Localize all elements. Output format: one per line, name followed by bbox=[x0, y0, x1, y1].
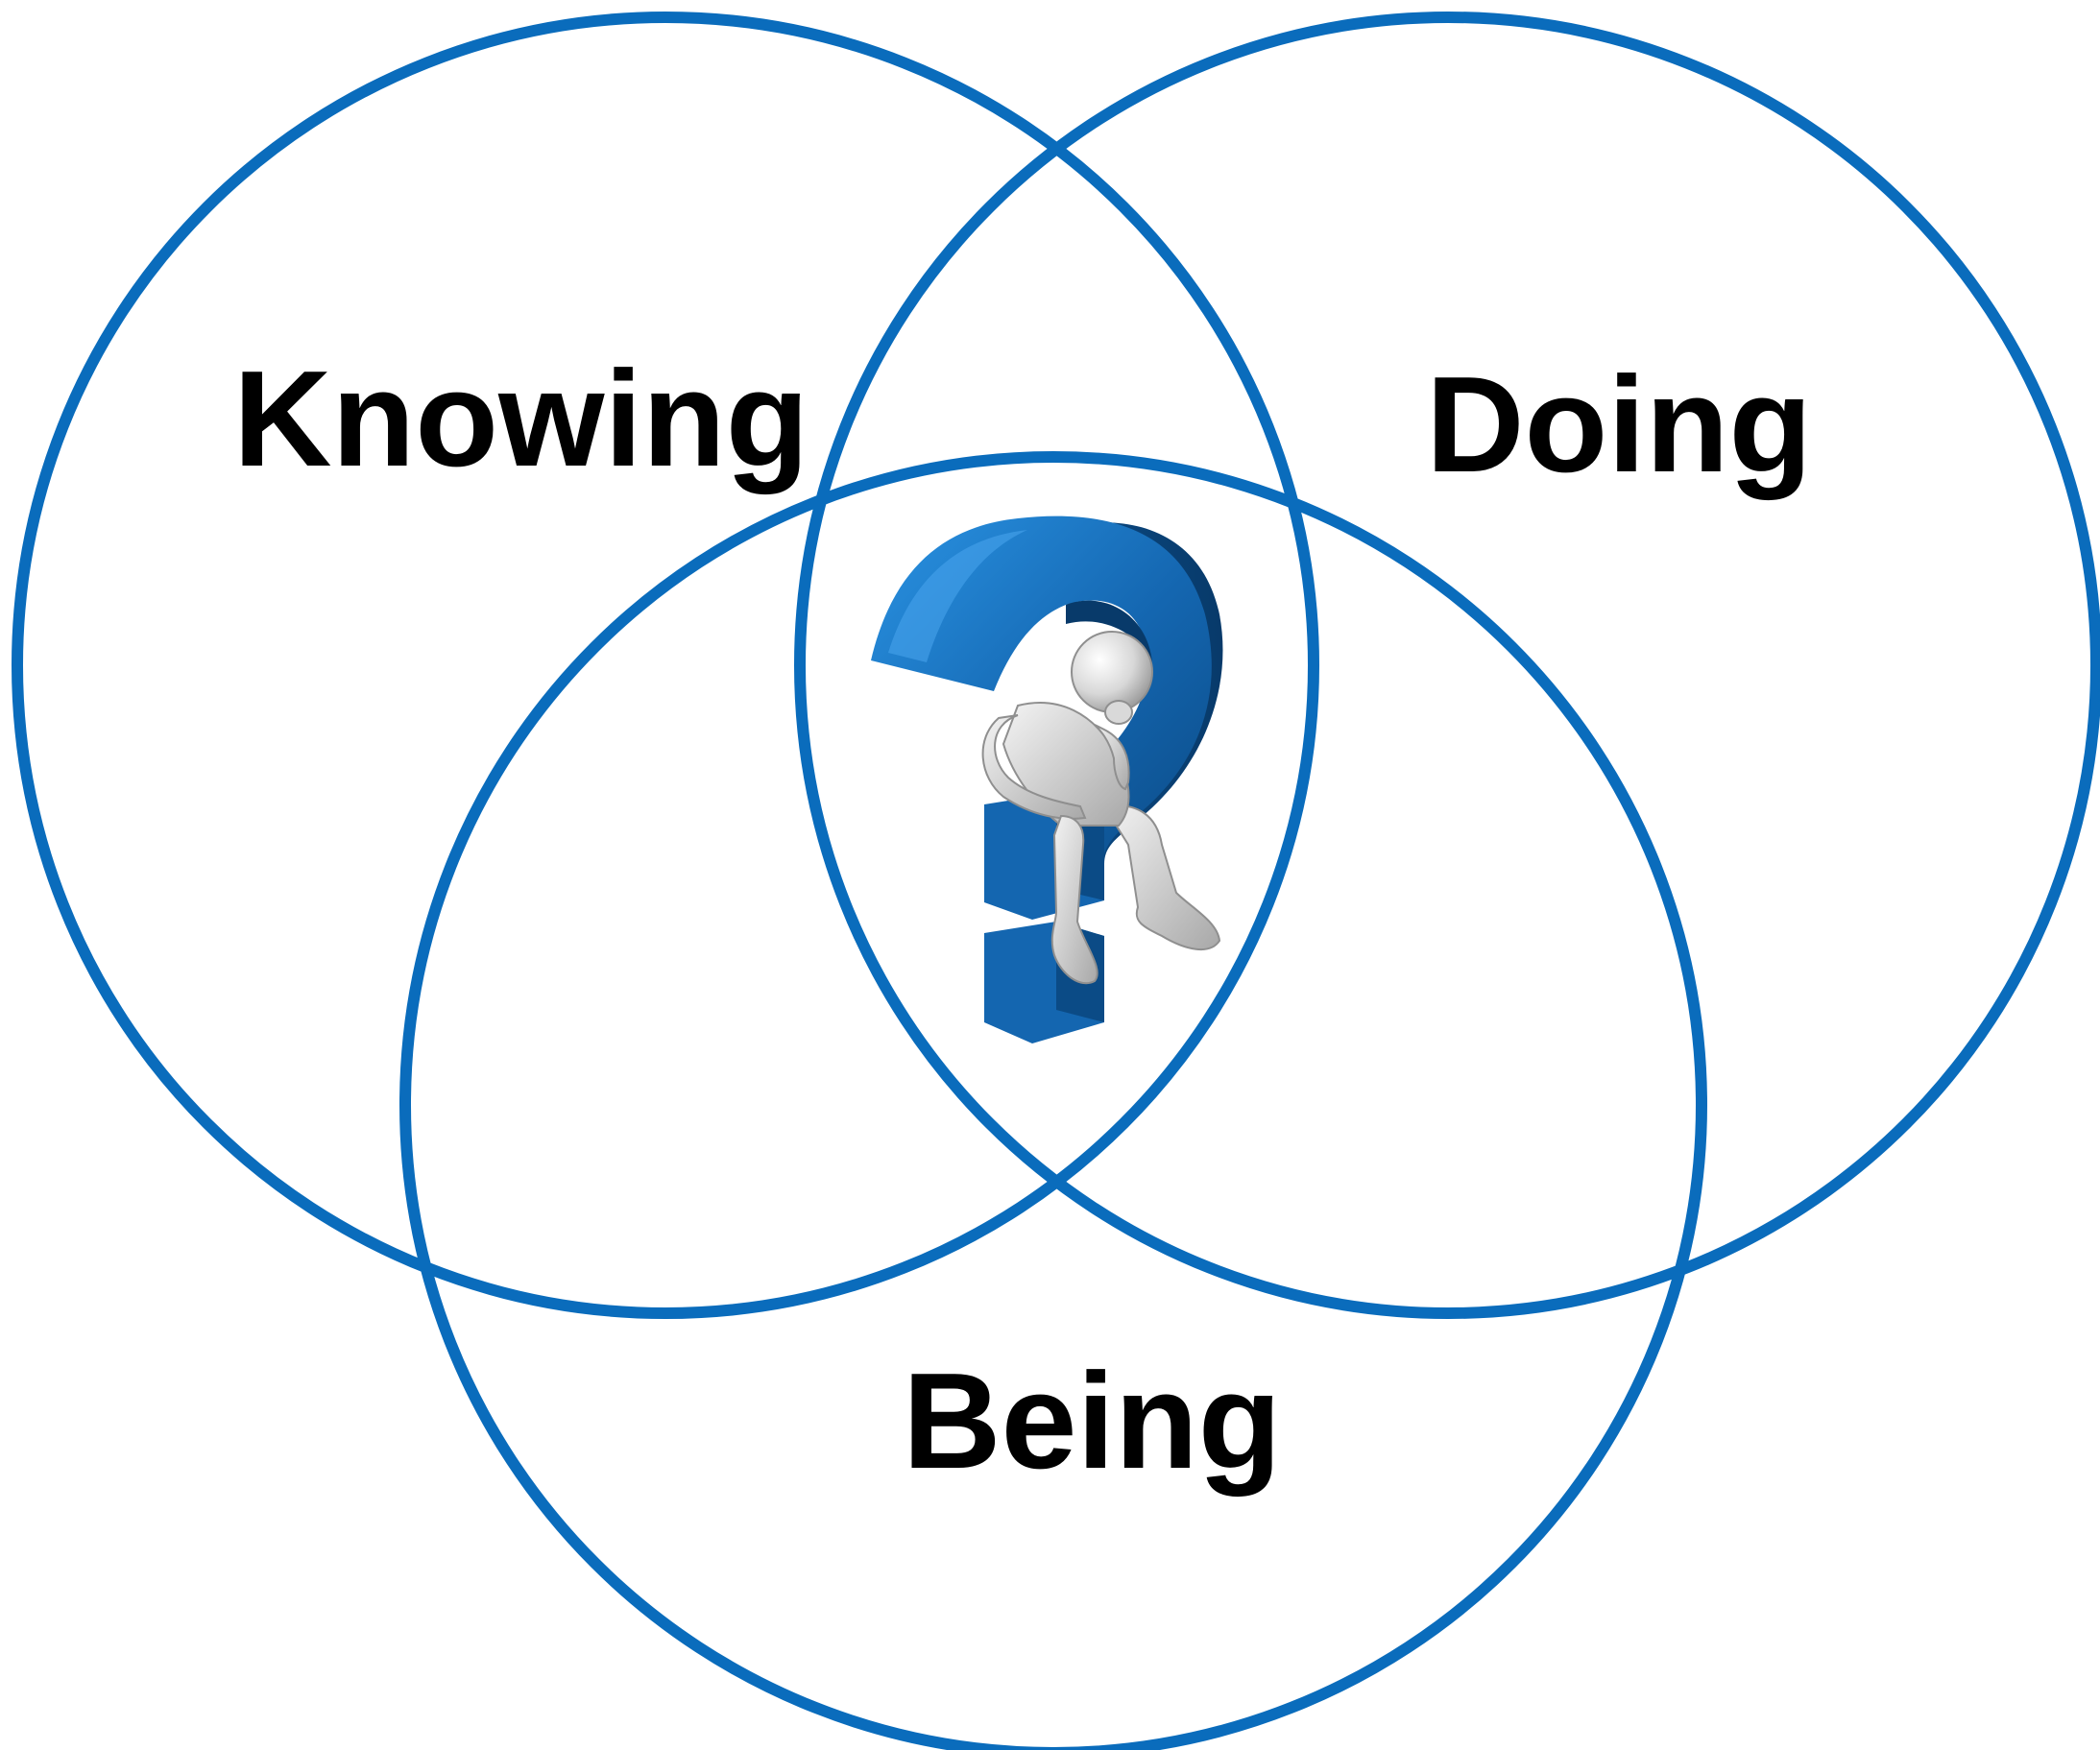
knowing-circle bbox=[12, 12, 1319, 1319]
person-figure bbox=[981, 631, 1221, 984]
being-circle bbox=[399, 451, 1707, 1750]
doing-circle bbox=[794, 12, 2100, 1319]
knowing-label: Knowing bbox=[233, 343, 809, 495]
thinking-person-icon bbox=[871, 515, 1223, 1043]
being-label: Being bbox=[903, 1345, 1281, 1498]
doing-label: Doing bbox=[1426, 348, 1812, 501]
